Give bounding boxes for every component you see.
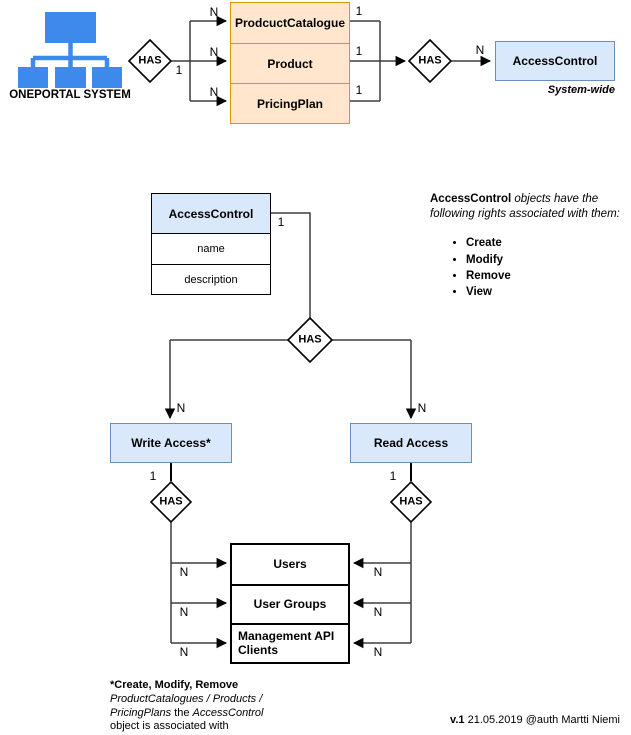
has-diamond-write	[149, 480, 193, 524]
footnote-line3: PricingPlans the AccessControl	[110, 707, 325, 721]
cardinality-1-write: 1	[149, 469, 157, 483]
footnote-line2: ProductCatalogues / Products /	[110, 692, 263, 705]
footnote-line4: object is associated with	[110, 720, 229, 733]
access-control-systemwide-box: AccessControl	[495, 41, 615, 81]
has-diamond-read	[389, 480, 433, 524]
cardinality-n-groups-left: N	[179, 605, 189, 619]
rights-note: AccessControl objects have the following…	[430, 192, 631, 301]
right-remove: Remove	[466, 268, 631, 284]
version-label: v.1	[450, 714, 465, 726]
cardinality-1-entity: 1	[277, 215, 285, 229]
version-author-note: v.1 21.05.2019 @auth Martti Niemi	[380, 714, 620, 726]
rights-note-lead: AccessControl objects have the following…	[430, 192, 631, 222]
footnote-line3-the: the	[171, 706, 193, 719]
right-create: Create	[466, 235, 631, 251]
cardinality-1-top-left: 1	[175, 63, 183, 77]
access-targets-stack: Users User Groups Management API Clients	[230, 543, 350, 664]
right-modify: Modify	[466, 252, 631, 268]
rights-list: Create Modify Remove View	[466, 235, 631, 300]
access-control-entity-title: AccessControl	[152, 194, 270, 234]
read-access-box: Read Access	[350, 423, 472, 463]
cardinality-n-write: N	[176, 401, 186, 415]
org-chart-icon	[18, 12, 122, 88]
footnote: *Create, Modify, Remove ProductCatalogue…	[110, 679, 325, 734]
has-diamond-center	[286, 316, 334, 364]
cardinality-n-clients-right: N	[373, 645, 383, 659]
has-label-write: HAS	[159, 495, 183, 508]
cardinality-1-product: 1	[355, 44, 363, 58]
entity-user-groups: User Groups	[232, 584, 348, 623]
has-diamond-top-right	[407, 38, 453, 84]
cardinality-n-read: N	[417, 401, 427, 415]
cardinality-n-product: N	[209, 45, 219, 59]
product-entity-stack: ProdcuctCatalogue Product PricingPlan	[230, 2, 350, 124]
cardinality-1-read: 1	[389, 469, 397, 483]
entity-pricing-plan: PricingPlan	[231, 83, 349, 123]
write-access-box: Write Access*	[110, 423, 232, 463]
attribute-description: description	[152, 264, 270, 294]
cardinality-n-catalogue: N	[209, 5, 219, 19]
cardinality-n-users-right: N	[373, 565, 383, 579]
footnote-line3-pricingplans: PricingPlans	[110, 706, 172, 719]
has-label-center: HAS	[298, 333, 322, 346]
right-view: View	[466, 284, 631, 300]
cardinality-n-groups-right: N	[373, 605, 383, 619]
has-label-top-left: HAS	[138, 54, 162, 67]
cardinality-n-users-left: N	[179, 565, 189, 579]
cardinality-1-pricingplan: 1	[355, 83, 363, 97]
has-label-read: HAS	[399, 495, 423, 508]
entity-product-catalogue: ProdcuctCatalogue	[234, 16, 345, 30]
cardinality-n-clients-left: N	[179, 645, 189, 659]
cardinality-n-pricingplan: N	[209, 85, 219, 99]
entity-management-api-clients: Management API Clients	[232, 623, 348, 662]
has-diamond-top-left	[127, 38, 173, 84]
has-label-top-right: HAS	[418, 54, 442, 67]
rights-note-lead-bold: AccessControl	[430, 193, 512, 205]
entity-users: Users	[273, 556, 307, 571]
entity-product: Product	[231, 43, 349, 83]
attribute-name: name	[197, 243, 225, 255]
footnote-line1: *Create, Modify, Remove	[110, 679, 239, 691]
author-date-label: 21.05.2019 @auth Martti Niemi	[464, 714, 620, 726]
cardinality-n-accesscontrol: N	[475, 43, 485, 57]
oneportal-system-label: ONEPORTAL SYSTEM	[9, 89, 131, 101]
footnote-line3-accesscontrol: AccessControl	[192, 706, 264, 719]
rights-note-lead-italic: objects have the following rights associ…	[430, 193, 620, 221]
access-control-entity: AccessControl name description	[151, 193, 271, 295]
system-wide-note: System-wide	[547, 84, 615, 96]
cardinality-1-catalogue: 1	[355, 4, 363, 18]
